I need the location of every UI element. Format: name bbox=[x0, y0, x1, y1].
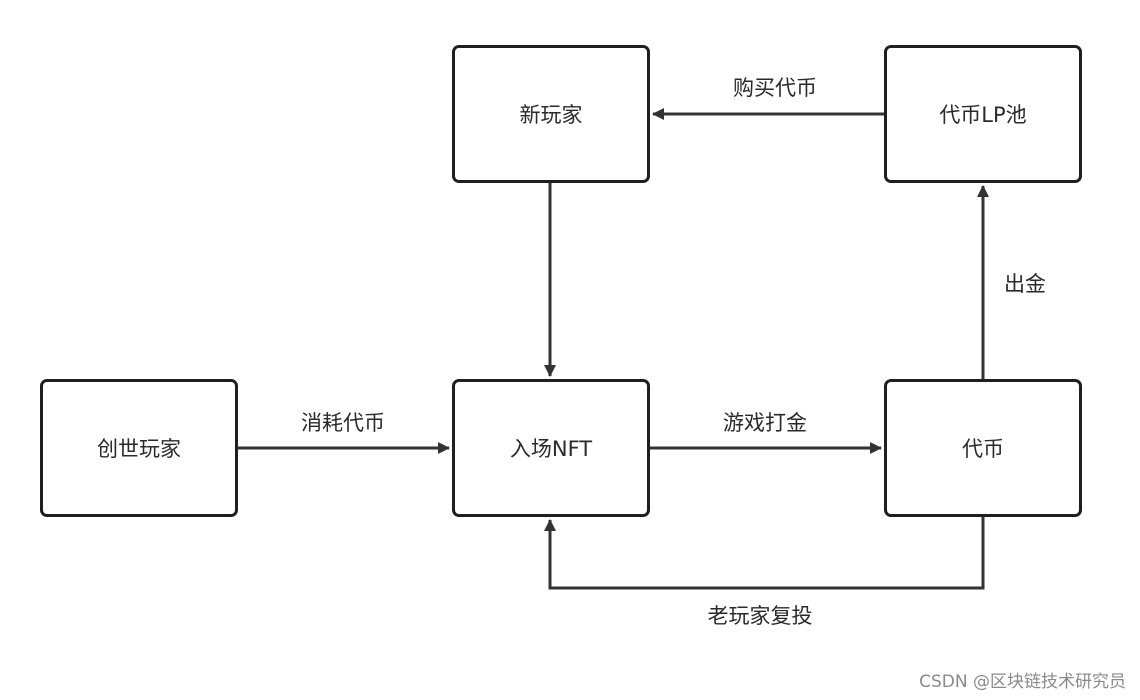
watermark: CSDN @区块链技术研究员 bbox=[919, 672, 1126, 692]
node-token: 代币 bbox=[884, 379, 1082, 517]
node-genesis-player: 创世玩家 bbox=[40, 379, 238, 517]
node-entry-nft-label: 入场NFT bbox=[509, 437, 593, 461]
arrow-token-reinvest-to-nft bbox=[544, 517, 985, 590]
node-token-label: 代币 bbox=[962, 437, 1004, 461]
node-new-player-label: 新玩家 bbox=[519, 103, 583, 127]
node-new-player: 新玩家 bbox=[452, 45, 650, 183]
edge-label-old-player-reinvest: 老玩家复投 bbox=[707, 604, 813, 628]
node-token-lp-pool: 代币LP池 bbox=[884, 45, 1082, 183]
node-genesis-player-label: 创世玩家 bbox=[97, 437, 181, 461]
edge-label-buy-token: 购买代币 bbox=[733, 76, 817, 100]
node-token-lp-pool-label: 代币LP池 bbox=[939, 103, 1027, 127]
edge-label-withdraw: 出金 bbox=[1004, 272, 1046, 296]
edge-label-consume-token: 消耗代币 bbox=[301, 411, 385, 435]
node-entry-nft: 入场NFT bbox=[452, 379, 650, 517]
edge-label-play-to-earn: 游戏打金 bbox=[723, 411, 807, 435]
